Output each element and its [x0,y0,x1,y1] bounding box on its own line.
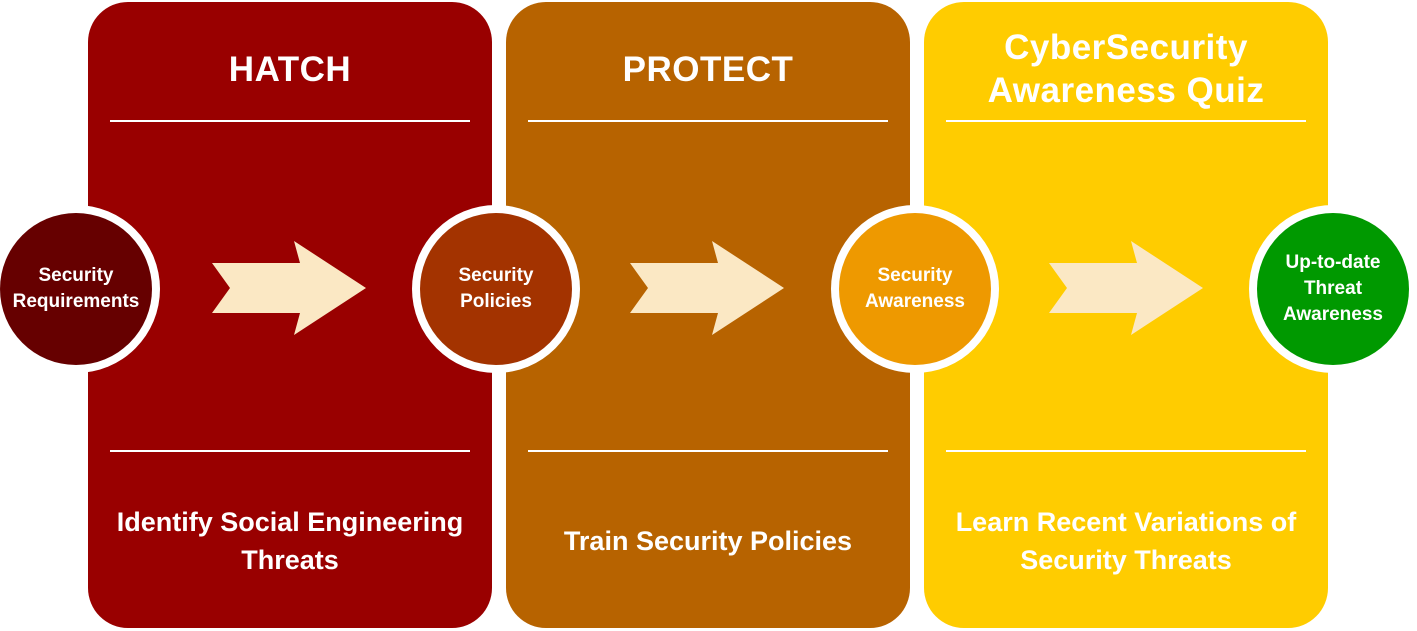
panel-title: PROTECT [622,49,794,89]
title-divider [946,120,1306,122]
node-label: Security Awareness [839,213,991,365]
panel-description: Learn Recent Variations of Security Thre… [955,507,1297,575]
description-divider [528,450,888,452]
node-security-awareness: Security Awareness [831,205,999,373]
panel-description: Train Security Policies [563,526,853,557]
node-label: Security Policies [420,213,572,365]
description-divider [110,450,470,452]
node-label: Security Requirements [0,213,152,365]
panel-title: CyberSecurity Awareness Quiz [987,28,1265,110]
node-label: Up-to-date Threat Awareness [1257,213,1409,365]
node-security-requirements: Security Requirements [0,205,160,373]
node-security-policies: Security Policies [412,205,580,373]
flow-arrow-icon [630,241,784,335]
flow-arrow-icon [212,241,366,335]
panel-description: Identify Social Engineering Threats [116,507,464,575]
node-up-to-date-threat-awareness: Up-to-date Threat Awareness [1249,205,1417,373]
flow-arrow-icon [1049,241,1203,335]
description-divider [946,450,1306,452]
panel-title: HATCH [228,49,352,89]
title-divider [528,120,888,122]
title-divider [110,120,470,122]
